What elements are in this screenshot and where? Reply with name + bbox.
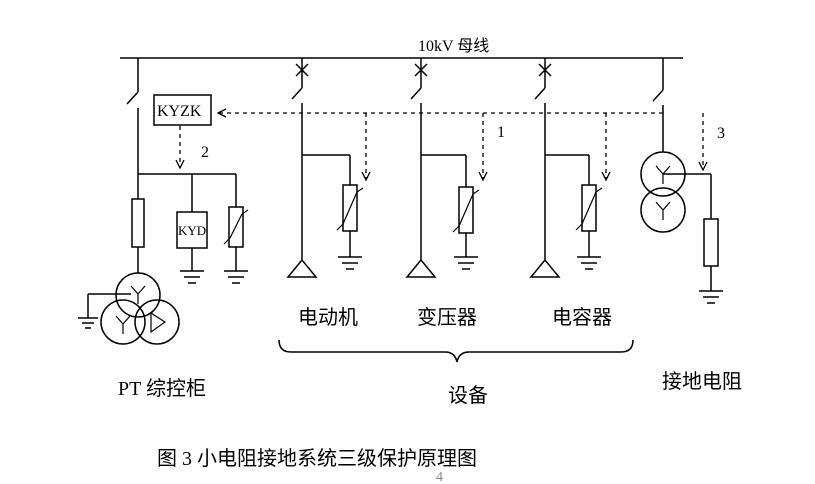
grounding-resistor-label: 接地电阻 — [662, 370, 742, 393]
equipment-group-label: 设备 — [448, 384, 488, 407]
pt-winding-left — [100, 299, 146, 345]
device-label-transformer: 变压器 — [417, 306, 477, 329]
bus-label: 10kV 母线 — [418, 37, 489, 55]
marker-1: 1 — [497, 124, 505, 141]
feeder-motor — [286, 58, 366, 278]
grounding-resistor — [703, 218, 719, 267]
pt-cabinet-label: PT 综控柜 — [118, 377, 206, 400]
pt-fuse — [131, 198, 145, 248]
pt-winding-right — [134, 299, 180, 345]
page-number: 4 — [436, 470, 443, 484]
figure-caption: 图 3 小电阻接地系统三级保护原理图 — [157, 447, 477, 470]
grounding-transformer-bottom — [640, 187, 686, 233]
device-label-capacitor: 电容器 — [552, 306, 612, 329]
equipment-brace — [278, 339, 634, 363]
kyzk-label: KYZK — [157, 103, 202, 120]
pt-winding-top — [115, 272, 161, 318]
marker-3: 3 — [717, 125, 725, 142]
feeder-capacitor — [529, 58, 606, 278]
kyd-label: KYD — [178, 223, 206, 238]
feeder-transformer — [405, 58, 483, 278]
kyzk-controller — [153, 94, 212, 126]
pt-branch: KYD — [78, 58, 249, 345]
grounding-branch — [640, 58, 723, 304]
marker-2: 2 — [201, 144, 209, 161]
device-label-motor: 电动机 — [298, 306, 358, 329]
